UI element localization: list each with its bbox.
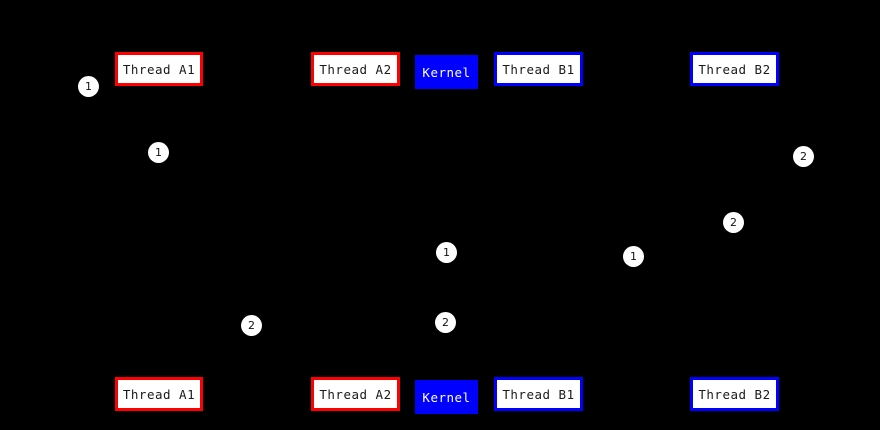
- step-badge-1: 1: [78, 76, 99, 97]
- lifeline-4: [538, 88, 539, 377]
- participant-bottom-5[interactable]: Thread B2: [690, 377, 779, 411]
- participant-bottom-2[interactable]: Thread A2: [311, 377, 400, 411]
- participant-bottom-3[interactable]: Kernel: [415, 380, 478, 414]
- participant-top-3[interactable]: Kernel: [415, 55, 478, 89]
- step-badge-7: 2: [241, 315, 262, 336]
- participant-top-4[interactable]: Thread B1: [494, 52, 583, 86]
- step-badge-8: 2: [435, 312, 456, 333]
- step-badge-4: 2: [723, 212, 744, 233]
- step-badge-6: 1: [623, 246, 644, 267]
- participant-bottom-4[interactable]: Thread B1: [494, 377, 583, 411]
- step-badge-2: 1: [148, 142, 169, 163]
- participant-top-5[interactable]: Thread B2: [690, 52, 779, 86]
- participant-bottom-1[interactable]: Thread A1: [115, 377, 203, 411]
- lifeline-2: [355, 88, 356, 377]
- lifeline-1: [159, 88, 160, 377]
- message-arrow-4: [252, 325, 355, 326]
- step-badge-3: 2: [793, 146, 814, 167]
- lifeline-3: [446, 88, 447, 377]
- participant-top-1[interactable]: Thread A1: [115, 52, 203, 86]
- message-arrow-1: [159, 152, 355, 153]
- participant-top-2[interactable]: Thread A2: [311, 52, 400, 86]
- message-arrow-3: [446, 252, 634, 253]
- message-arrow-2: [538, 222, 734, 223]
- step-badge-5: 1: [436, 242, 457, 263]
